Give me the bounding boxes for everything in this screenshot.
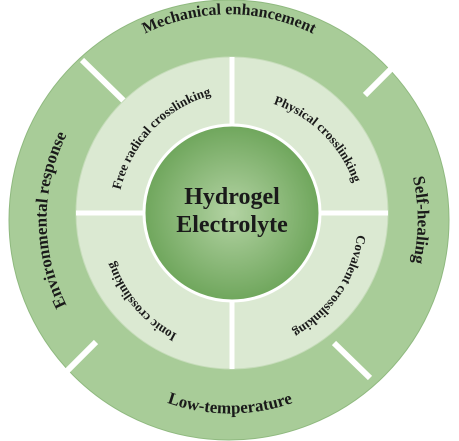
center-title-line2: Electrolyte — [176, 212, 288, 238]
center-circle — [142, 123, 322, 303]
outer-label-selfhealing-text: Self-healing — [409, 174, 433, 266]
outer-label-selfhealing: Self-healing — [409, 174, 433, 266]
center-title-line1: Hydrogel — [184, 184, 280, 210]
outer-ring-separators — [59, 57, 399, 381]
